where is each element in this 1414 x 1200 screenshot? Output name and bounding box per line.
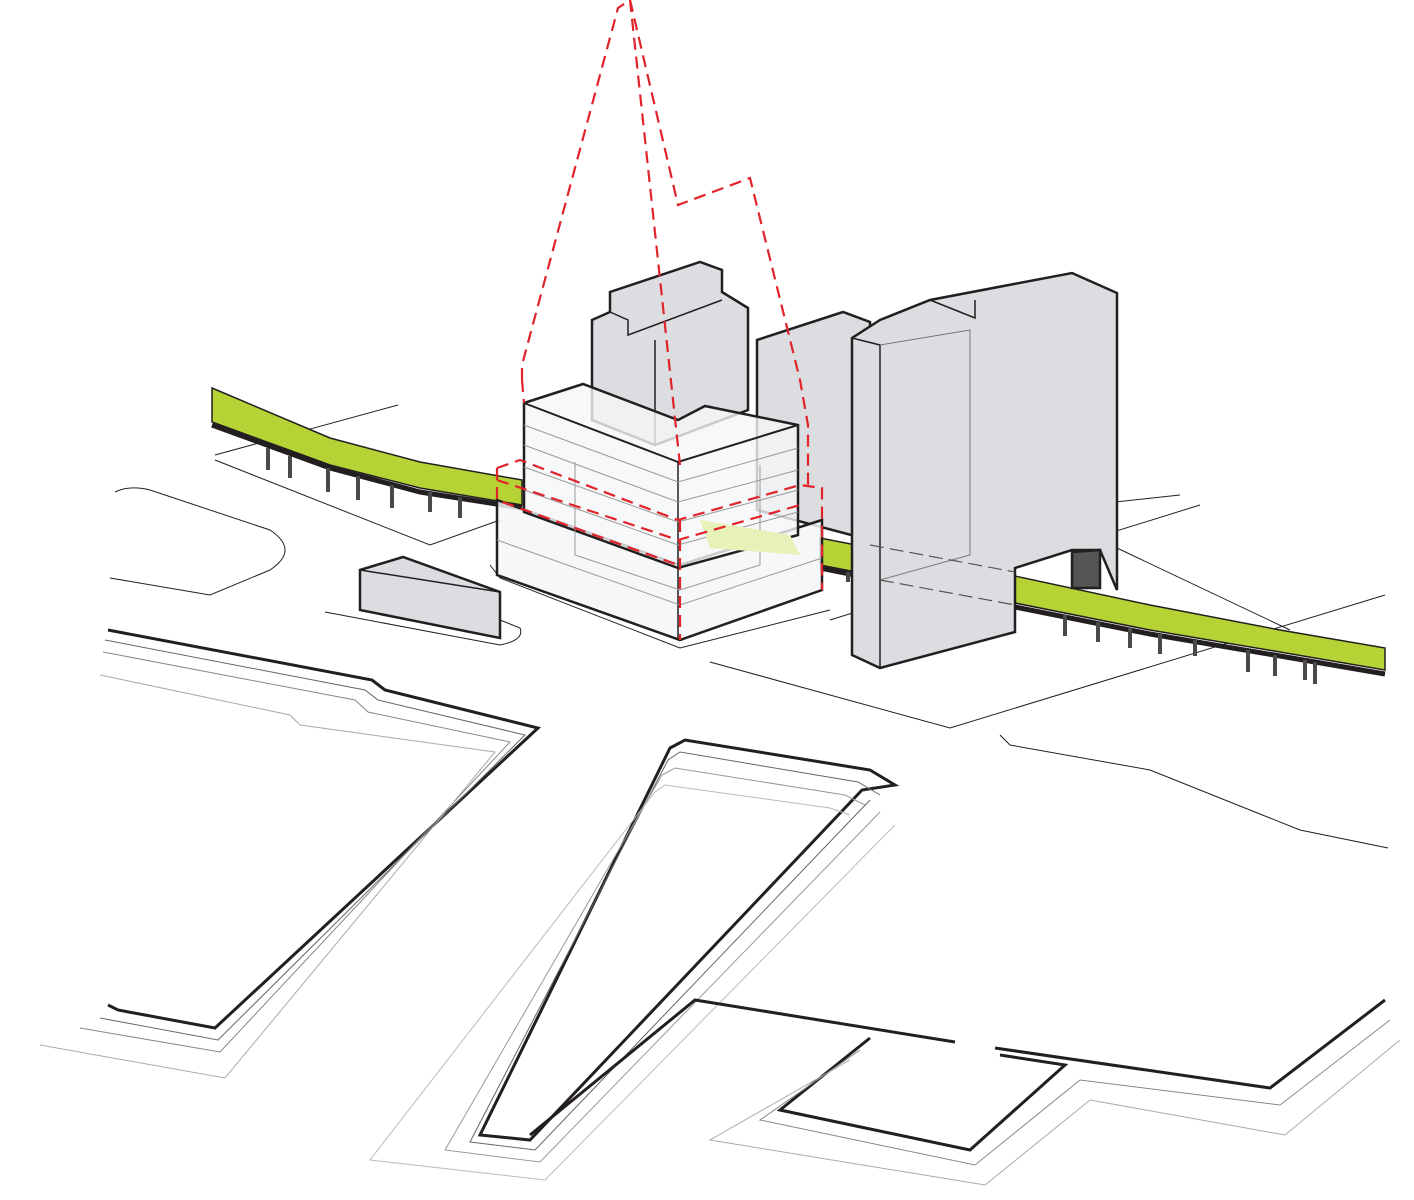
- pier-contours: [39, 628, 1401, 1186]
- existing-buildings: [358, 260, 1119, 670]
- zoning-envelope: [495, 0, 824, 640]
- elevated-park-left: [211, 386, 523, 518]
- hidden-park-lines: [869, 544, 1016, 606]
- proposed-building: [495, 382, 824, 642]
- wedge-building: [358, 555, 502, 640]
